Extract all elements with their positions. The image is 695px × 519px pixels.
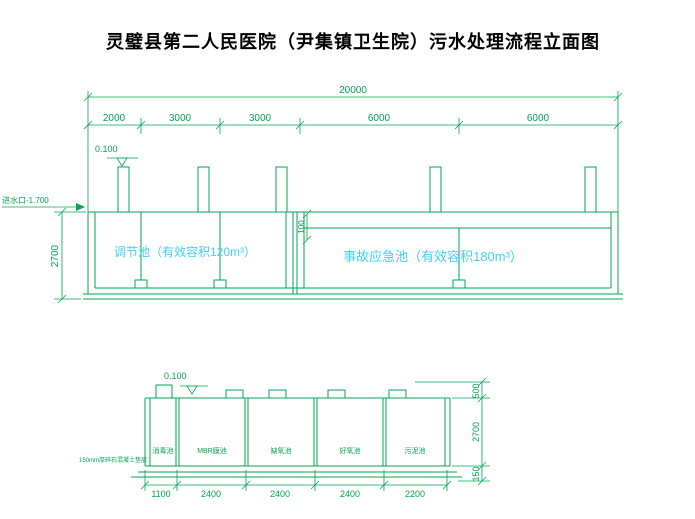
dim-bottom-1: 1100	[151, 489, 170, 499]
top-elevation-view: 20000 2000 3000 3000 6000 6000 0.100 进水口…	[2, 85, 623, 304]
drawing-title: 灵璧县第二人民医院（尹集镇卫生院）污水处理流程立面图	[106, 32, 600, 52]
base-cushion-note: 150mm厚碎石混凝土垫层	[79, 456, 147, 464]
tank-structure	[83, 211, 623, 300]
dim-bottom-4: 2400	[340, 489, 360, 499]
dim-2700: 2700	[50, 244, 61, 267]
dim-seg-4: 6000	[368, 113, 391, 124]
elevation-flag-icon	[180, 385, 208, 395]
dim-seg-3: 3000	[249, 113, 272, 124]
height-dim-lines	[54, 207, 86, 304]
dim-bottom-3: 2400	[270, 489, 290, 499]
compartment-tank-structure	[131, 397, 462, 478]
inlet-label: 进水口-1.700	[2, 195, 49, 205]
tank-pillars	[117, 166, 597, 213]
freeboard-dim-lines	[302, 209, 312, 245]
inlet-arrow-icon	[76, 203, 85, 211]
dim-bottom-5: 2200	[405, 489, 425, 499]
compartment-label-2: MBR膜池	[197, 446, 227, 455]
dim-right-500: 500	[471, 383, 481, 398]
bottom-dimension-lines	[140, 470, 452, 491]
dim-seg-2: 3000	[169, 113, 192, 124]
compartment-label-5: 污泥池	[405, 446, 426, 455]
dim-100: 100	[297, 220, 306, 234]
elevation-value: 0.100	[95, 144, 118, 154]
top-height-dimension: 2700	[50, 207, 86, 304]
dim-total-20000: 20000	[339, 85, 367, 96]
freeboard-dimension: 100	[297, 209, 312, 245]
dim-right-150: 150	[471, 466, 481, 481]
compartment-label-3: 缺氧池	[271, 446, 292, 455]
compartment-label-4: 好氧池	[340, 446, 361, 455]
top-dimension-lines	[83, 91, 623, 212]
dim-seg-5: 6000	[527, 113, 550, 124]
inlet-annotation: 进水口-1.700	[2, 195, 85, 211]
dim-right-2700: 2700	[471, 422, 481, 442]
right-dimension-lines	[415, 377, 490, 486]
top-elevation-mark: 0.100	[95, 144, 138, 167]
dim-seg-1: 2000	[103, 113, 126, 124]
compartment-label-1: 消毒池	[153, 446, 174, 455]
emergency-tank-label: 事故应急池（有效容积180m³）	[343, 249, 523, 264]
bottom-elevation-view: 0.100	[79, 371, 490, 499]
dim-bottom-2: 2400	[201, 489, 221, 499]
elevation-flag-icon	[107, 157, 138, 167]
bottom-elevation-mark: 0.100	[164, 371, 208, 395]
regulating-tank-label: 调节池（有效容积120m³）	[114, 244, 256, 259]
elevation-value: 0.100	[164, 371, 187, 381]
